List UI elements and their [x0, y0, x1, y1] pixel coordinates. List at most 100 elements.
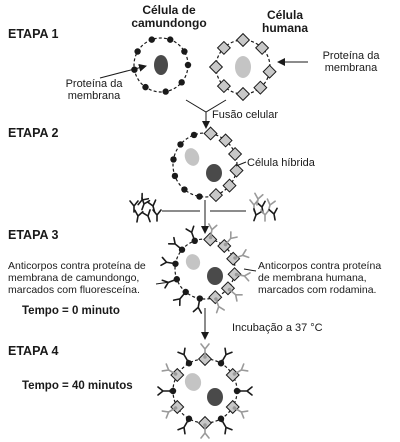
human-antibody-pointer — [243, 268, 257, 272]
antibody — [152, 209, 162, 222]
human-membrane-protein — [222, 178, 237, 193]
human-membrane-protein — [203, 126, 218, 141]
antibody-shape — [161, 363, 175, 374]
antibody-shape — [161, 408, 175, 419]
hybrid-cell-step3 — [160, 223, 251, 314]
antibody-shape — [253, 208, 263, 222]
antibody — [200, 343, 210, 359]
mouse-cell-title-line1: Célula de — [142, 3, 196, 17]
antibody-shape — [254, 192, 264, 206]
human-membrane-protein — [227, 267, 242, 282]
human-membrane-protein — [235, 86, 251, 102]
antibody-shape — [200, 343, 210, 356]
antibody — [237, 386, 253, 396]
antibody — [227, 287, 243, 302]
incubation-label: Incubação a 37 °C — [232, 322, 323, 334]
human-nucleus — [235, 56, 251, 78]
antibody — [129, 200, 139, 213]
hybrid-nucleus-mouse — [207, 388, 223, 406]
hybrid-nucleus-human — [184, 148, 200, 166]
antibody-label-dot — [197, 297, 202, 302]
mouse-protein-label-line1: Proteína da — [65, 78, 123, 90]
human-cell — [208, 32, 277, 102]
antibody-shape — [215, 300, 225, 314]
antibody-label-dot — [186, 418, 190, 423]
antibody-shape — [222, 421, 233, 435]
mouse-cell — [131, 36, 192, 95]
antibody-label-dot — [173, 406, 178, 410]
human-membrane-protein — [170, 367, 185, 383]
antibody-label-dot — [214, 297, 218, 301]
antibody-shape — [236, 249, 250, 259]
antibody-label-dot — [173, 372, 178, 376]
human-membrane-protein — [216, 79, 231, 94]
antibody — [200, 423, 210, 439]
antibody-shape — [167, 236, 181, 249]
antibody-label-dot — [237, 389, 241, 393]
human-membrane-protein — [218, 133, 233, 148]
mouse-membrane-protein — [148, 36, 155, 43]
antibody — [260, 209, 270, 222]
antibody — [220, 418, 233, 435]
mouse-membrane-protein — [177, 141, 184, 148]
human-membrane-protein — [255, 40, 270, 55]
antibody-shape — [172, 293, 185, 307]
mouse-antibody-line3: marcados com fluoresceína. — [8, 284, 140, 296]
fusion-label: Fusão celular — [212, 109, 279, 121]
antibody-label-dot — [179, 247, 184, 251]
antibody-label-dot — [192, 238, 197, 242]
hybrid-nucleus-mouse — [207, 267, 223, 285]
mouse-antibody-line1: Anticorpos contra proteína de — [8, 260, 146, 272]
human-membrane-protein — [216, 40, 231, 55]
step-1-label: ETAPA 1 — [8, 27, 59, 41]
human-antibody-line3: marcados com rodamina. — [258, 284, 377, 296]
hybrid-nucleus-human — [185, 254, 201, 270]
antibody-shape — [141, 209, 151, 223]
mouse-protein-label-line2: membrana — [67, 90, 121, 102]
antibody — [232, 406, 249, 419]
human-protein-label-line2: membrana — [324, 62, 378, 74]
mouse-cell-title: Célula de camundongo — [124, 4, 214, 30]
antibody — [268, 207, 278, 221]
antibody-label-dot — [220, 418, 224, 423]
antibody-shape — [240, 386, 253, 396]
antibody-shape — [235, 363, 249, 374]
human-antibody-label: Anticorpos contra proteína de membrana h… — [258, 260, 381, 296]
antibody-shape — [157, 386, 170, 396]
time-zero-label: Tempo = 0 minuto — [22, 305, 120, 317]
antibody-shape — [177, 347, 188, 361]
hybrid-nucleus-mouse — [206, 164, 222, 182]
antibody-shape — [268, 207, 278, 221]
mouse-antibody-line2: membrana de camundongo, — [8, 272, 140, 284]
mouse-antibody-label: Anticorpos contra proteína de membrana d… — [8, 260, 146, 296]
antibody-label-dot — [172, 261, 177, 266]
antibody — [185, 225, 197, 242]
antibody — [254, 192, 264, 206]
mouse-membrane-protein — [181, 48, 188, 55]
human-membrane-protein — [227, 146, 243, 162]
antibody-shape — [192, 300, 203, 314]
antibody — [223, 231, 238, 247]
antibody — [177, 418, 190, 435]
antibody — [161, 406, 178, 419]
antibody — [192, 297, 203, 314]
human-cell-title: Célula humana — [250, 9, 320, 35]
human-membrane-protein — [229, 163, 244, 178]
antibody-shape — [177, 421, 188, 435]
antibody — [220, 347, 233, 364]
hybrid-cell-step2 — [170, 126, 244, 203]
human-membrane-protein — [262, 64, 277, 79]
mouse-membrane-protein — [171, 172, 179, 180]
antibody-label-dot — [203, 355, 207, 359]
mouse-membrane-protein — [167, 36, 174, 43]
hybrid-cell-step4 — [157, 343, 253, 439]
hybrid-pointer — [235, 161, 247, 167]
step-4-label: ETAPA 4 — [8, 344, 59, 358]
step-2-label: ETAPA 2 — [8, 126, 59, 140]
mouse-membrane-protein — [170, 156, 177, 163]
antibody-label-dot — [203, 423, 207, 427]
mouse-nucleus — [154, 55, 168, 75]
human-cell-title-line2: humana — [261, 21, 308, 35]
antibody-label-dot — [234, 272, 239, 277]
